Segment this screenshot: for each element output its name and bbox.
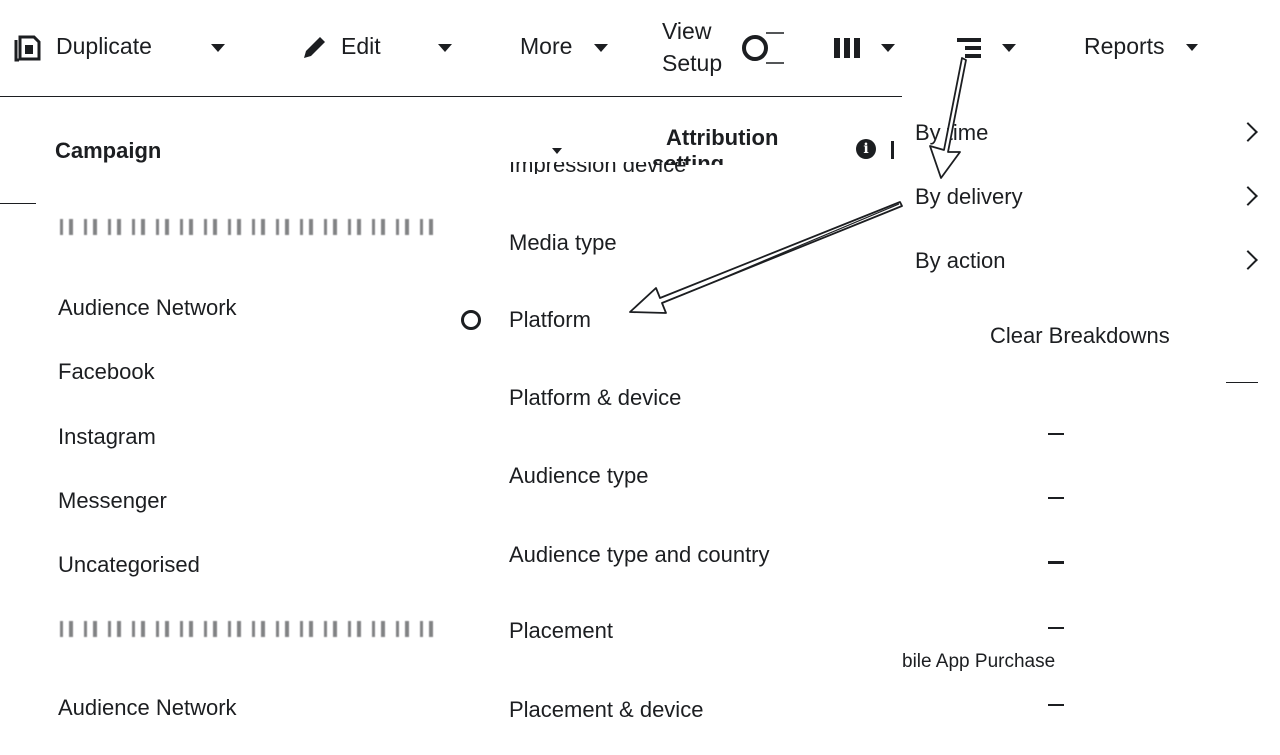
columns-icon[interactable] xyxy=(832,36,862,60)
table-row[interactable]: Audience Network xyxy=(58,295,237,320)
partial-result-cell: bile App Purchase xyxy=(902,651,1056,672)
arrow-to-by-delivery xyxy=(929,57,967,179)
chevron-right-icon xyxy=(1238,186,1258,206)
empty-value-dash xyxy=(1048,627,1064,629)
reports-label: Reports xyxy=(1084,33,1165,59)
submenu-item-platform-device[interactable]: Platform & device xyxy=(509,385,682,410)
submenu-item-placement-device[interactable]: Placement & device xyxy=(509,697,704,722)
duplicate-icon xyxy=(14,35,41,62)
menu-item-by-time[interactable]: By time xyxy=(915,120,989,145)
chevron-right-icon xyxy=(1238,122,1258,142)
menu-item-by-action[interactable]: By action xyxy=(915,248,1006,273)
reports-button[interactable]: Reports xyxy=(1084,33,1165,60)
submenu-item-placement[interactable]: Placement xyxy=(509,618,613,643)
submenu-item-impression-device[interactable]: Impression device xyxy=(509,152,687,174)
column-header-attribution-line2: setting xyxy=(652,151,725,165)
more-button[interactable]: More xyxy=(520,33,572,60)
info-icon[interactable]: i xyxy=(856,139,876,159)
radio-icon[interactable] xyxy=(461,310,481,330)
campaign-name-redacted xyxy=(60,621,440,637)
toggle-icon[interactable] xyxy=(740,30,786,66)
view-setup-label-line1: View xyxy=(662,18,712,44)
columns-dropdown-caret[interactable] xyxy=(881,44,895,52)
column-divider xyxy=(891,141,894,159)
submenu-item-audience-type-country[interactable]: Audience type and country xyxy=(509,542,770,567)
table-row[interactable]: Instagram xyxy=(58,424,156,449)
edit-label: Edit xyxy=(341,33,381,59)
table-row[interactable]: Uncategorised xyxy=(58,552,200,577)
empty-value-dash xyxy=(1048,433,1064,435)
menu-item-by-delivery[interactable]: By delivery xyxy=(915,184,1023,209)
clear-breakdowns-button[interactable]: Clear Breakdowns xyxy=(990,323,1170,348)
table-row[interactable]: Audience Network xyxy=(58,695,237,720)
section-divider xyxy=(0,203,36,204)
pencil-icon xyxy=(304,37,325,58)
breakdown-dropdown-caret[interactable] xyxy=(1002,44,1016,52)
breakdown-icon[interactable] xyxy=(955,36,985,60)
empty-value-dash xyxy=(1048,497,1064,499)
campaign-sort-caret[interactable] xyxy=(552,148,562,154)
submenu-item-media-type[interactable]: Media type xyxy=(509,230,617,255)
reports-dropdown-caret[interactable] xyxy=(1186,44,1198,51)
duplicate-dropdown-caret[interactable] xyxy=(211,44,225,52)
empty-value-dash xyxy=(1048,561,1064,564)
table-row[interactable]: Facebook xyxy=(58,359,155,384)
view-setup-toggle-group: View Setup xyxy=(662,16,722,80)
section-divider xyxy=(1226,382,1258,383)
campaign-name-redacted xyxy=(60,219,440,235)
duplicate-label: Duplicate xyxy=(56,33,152,59)
more-dropdown-caret[interactable] xyxy=(594,44,608,52)
edit-dropdown-caret[interactable] xyxy=(438,44,452,52)
view-setup-label-line2: Setup xyxy=(662,50,723,76)
toolbar-divider xyxy=(0,96,902,97)
chevron-right-icon xyxy=(1238,250,1258,270)
empty-value-dash xyxy=(1048,704,1064,706)
table-row[interactable]: Messenger xyxy=(58,488,167,513)
submenu-item-audience-type[interactable]: Audience type xyxy=(509,463,649,488)
more-label: More xyxy=(520,33,573,59)
column-header-attribution-line1[interactable]: Attribution xyxy=(666,125,779,150)
arrow-to-platform xyxy=(629,201,903,314)
column-header-campaign[interactable]: Campaign xyxy=(55,138,162,163)
submenu-item-platform[interactable]: Platform xyxy=(509,307,591,332)
